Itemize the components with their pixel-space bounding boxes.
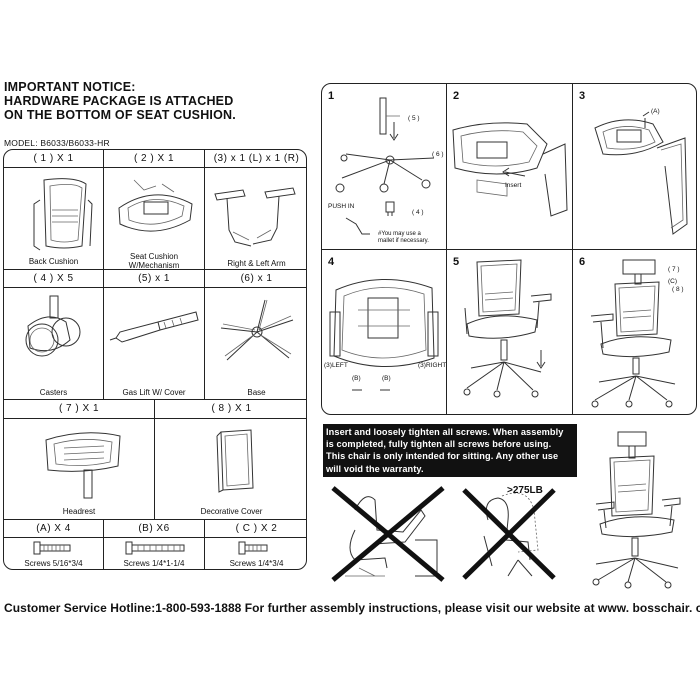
step-4-illustration (329, 278, 439, 391)
screw-b-label-2: (B) (382, 375, 391, 382)
step-number: 1 (328, 90, 335, 102)
label-5: ( 5 ) (408, 115, 420, 122)
part-decorative-cover: ( 8 ) X 1 Decorative Cover (155, 400, 306, 519)
part-name-line-1: Seat Cushion (129, 252, 179, 261)
weight-limit-illustration (462, 488, 556, 580)
step-3: 3 (A) (573, 84, 696, 250)
parts-row-1: ( 1 ) X 1 Back Cushion ( 2 ) X 1 Seat Cu… (4, 150, 306, 270)
part-qty: ( 8 ) X 1 (211, 403, 252, 414)
step-2: 2 Insert (447, 84, 573, 250)
weight-limit-label: >275LB (507, 485, 543, 496)
part-back-cushion: ( 1 ) X 1 Back Cushion (4, 150, 104, 269)
parts-list: ( 1 ) X 1 Back Cushion ( 2 ) X 1 Seat Cu… (3, 149, 307, 570)
step-number: 5 (453, 256, 460, 268)
part-name: Screws 1/4*1-1/4 (123, 559, 185, 568)
part-name: Screws 5/16*3/4 (24, 559, 83, 568)
label-6: ( 6 ) (432, 151, 444, 158)
part-name: Right & Left Arm (227, 259, 286, 268)
step-5-illustration (463, 259, 552, 398)
right-arm-label: (3)RIGHT (418, 362, 447, 369)
part-arms: (3) x 1 (L) x 1 (R) Right & Left Arm (205, 150, 306, 269)
part-qty: (6) x 1 (240, 273, 273, 284)
notice-line-2: HARDWARE PACKAGE IS ATTACHED (4, 94, 234, 108)
part-qty: ( 4 ) X 5 (33, 273, 74, 284)
step-number: 4 (328, 256, 335, 268)
part-qty: (B) X6 (138, 523, 170, 534)
headrest-illustration (45, 432, 121, 499)
part-name: Base (247, 388, 266, 397)
part-name: Casters (39, 388, 68, 397)
part-name-line-2: W/Mechanism (128, 261, 180, 270)
notice-line-3: ON THE BOTTOM OF SEAT CUSHION. (4, 108, 236, 122)
part-qty: ( C ) X 2 (235, 523, 278, 534)
model-number: MODEL: B6033/B6033-HR (4, 138, 110, 148)
seat-cushion-illustration (118, 179, 193, 232)
part-casters: ( 4 ) X 5 Casters (4, 270, 104, 399)
insert-label: Insert (505, 182, 522, 189)
mallet-note-2: mallet if necessary. (378, 238, 429, 244)
part-base: (6) x 1 Base (205, 270, 306, 399)
part-gas-lift: (5) x 1 Gas Lift W/ Cover (104, 270, 205, 399)
parts-row-3: ( 7 ) X 1 Headrest ( 8 ) X 1 Decorative … (4, 400, 306, 520)
warning-line-2: is completed, fully tighten all screws b… (326, 439, 552, 450)
screw-c-icon (238, 541, 268, 555)
warning-line-1: Insert and loosely tighten all screws. W… (326, 427, 564, 437)
step-number: 2 (453, 90, 460, 102)
finished-chair-illustration (592, 431, 681, 589)
part-qty: ( 2 ) X 1 (133, 153, 175, 164)
part-name: Gas Lift W/ Cover (122, 388, 186, 397)
step-3-illustration (594, 111, 688, 235)
part-screws-b: (B) X6 Screws 1/4*1-1/4 (104, 520, 205, 569)
part-qty: ( 7 ) X 1 (58, 403, 100, 414)
arms-illustration (214, 187, 296, 247)
customer-service-hotline: Customer Service Hotline:1-800-593-1888 … (4, 601, 700, 615)
part-name: Screws 1/4*3/4 (229, 559, 284, 568)
part-name: Decorative Cover (200, 507, 263, 516)
part-headrest: ( 7 ) X 1 Headrest (4, 400, 155, 519)
step-5: 5 (447, 250, 573, 414)
back-cushion-illustration (33, 178, 93, 251)
left-arm-label: (3)LEFT (324, 362, 348, 369)
gas-lift-illustration (109, 311, 199, 343)
assembly-steps: 1 ( 5 ) ( 6 ) ( 4 ) PUSH IN #You may use… (321, 83, 697, 415)
step-4: 4 (3)LEFT (3)RIGHT (B) (B) (322, 250, 447, 414)
step-2-illustration (452, 122, 568, 217)
no-standing-illustration (331, 486, 445, 582)
label-c: (C) (668, 278, 678, 285)
important-notice: IMPORTANT NOTICE: HARDWARE PACKAGE IS AT… (4, 80, 236, 122)
part-name: Headrest (62, 507, 96, 516)
step-number: 6 (579, 256, 586, 268)
part-qty: (A) X 4 (36, 523, 71, 534)
step-6: 6 ( 7 ) (C) ( 8 ) (573, 250, 696, 414)
warning-line-3: This chair is only intended for sitting.… (326, 451, 559, 462)
label-7: ( 7 ) (668, 266, 680, 273)
label-a: (A) (651, 108, 660, 115)
part-qty: ( 1 ) X 1 (33, 153, 74, 164)
part-screws-c: ( C ) X 2 Screws 1/4*3/4 (205, 520, 306, 569)
notice-line-1: IMPORTANT NOTICE: (4, 80, 136, 94)
label-8: ( 8 ) (672, 286, 684, 293)
step-1: 1 ( 5 ) ( 6 ) ( 4 ) PUSH IN #You may use… (322, 84, 447, 250)
label-4: ( 4 ) (412, 209, 424, 216)
decorative-cover-illustration (216, 429, 254, 493)
step-6-illustration (590, 259, 676, 408)
part-screws-a: (A) X 4 Screws 5/16*3/4 (4, 520, 104, 569)
mallet-note-1: #You may use a (378, 231, 421, 237)
step-1-illustration (335, 97, 435, 235)
part-qty: (5) x 1 (138, 273, 170, 284)
assembly-warning: Insert and loosely tighten all screws. W… (323, 424, 577, 477)
parts-row-2: ( 4 ) X 5 Casters (5) x 1 Gas Lift W/ Co… (4, 270, 306, 400)
base-illustration (220, 299, 294, 361)
warning-line-4: will void the warranty. (326, 463, 424, 474)
screw-b-label-1: (B) (352, 375, 361, 382)
push-in-label: PUSH IN (328, 203, 355, 210)
parts-row-4: (A) X 4 Screws 5/16*3/4 (B) X6 Screws 1/… (4, 520, 306, 569)
part-seat-cushion: ( 2 ) X 1 Seat Cushion W/Mechanism (104, 150, 205, 270)
caster-illustration (25, 295, 81, 357)
step-number: 3 (579, 90, 586, 102)
screw-a-icon (33, 541, 71, 555)
screw-b-icon (125, 541, 185, 555)
part-name: Back Cushion (28, 257, 79, 266)
part-qty: (3) x 1 (L) x 1 (R) (213, 153, 300, 164)
